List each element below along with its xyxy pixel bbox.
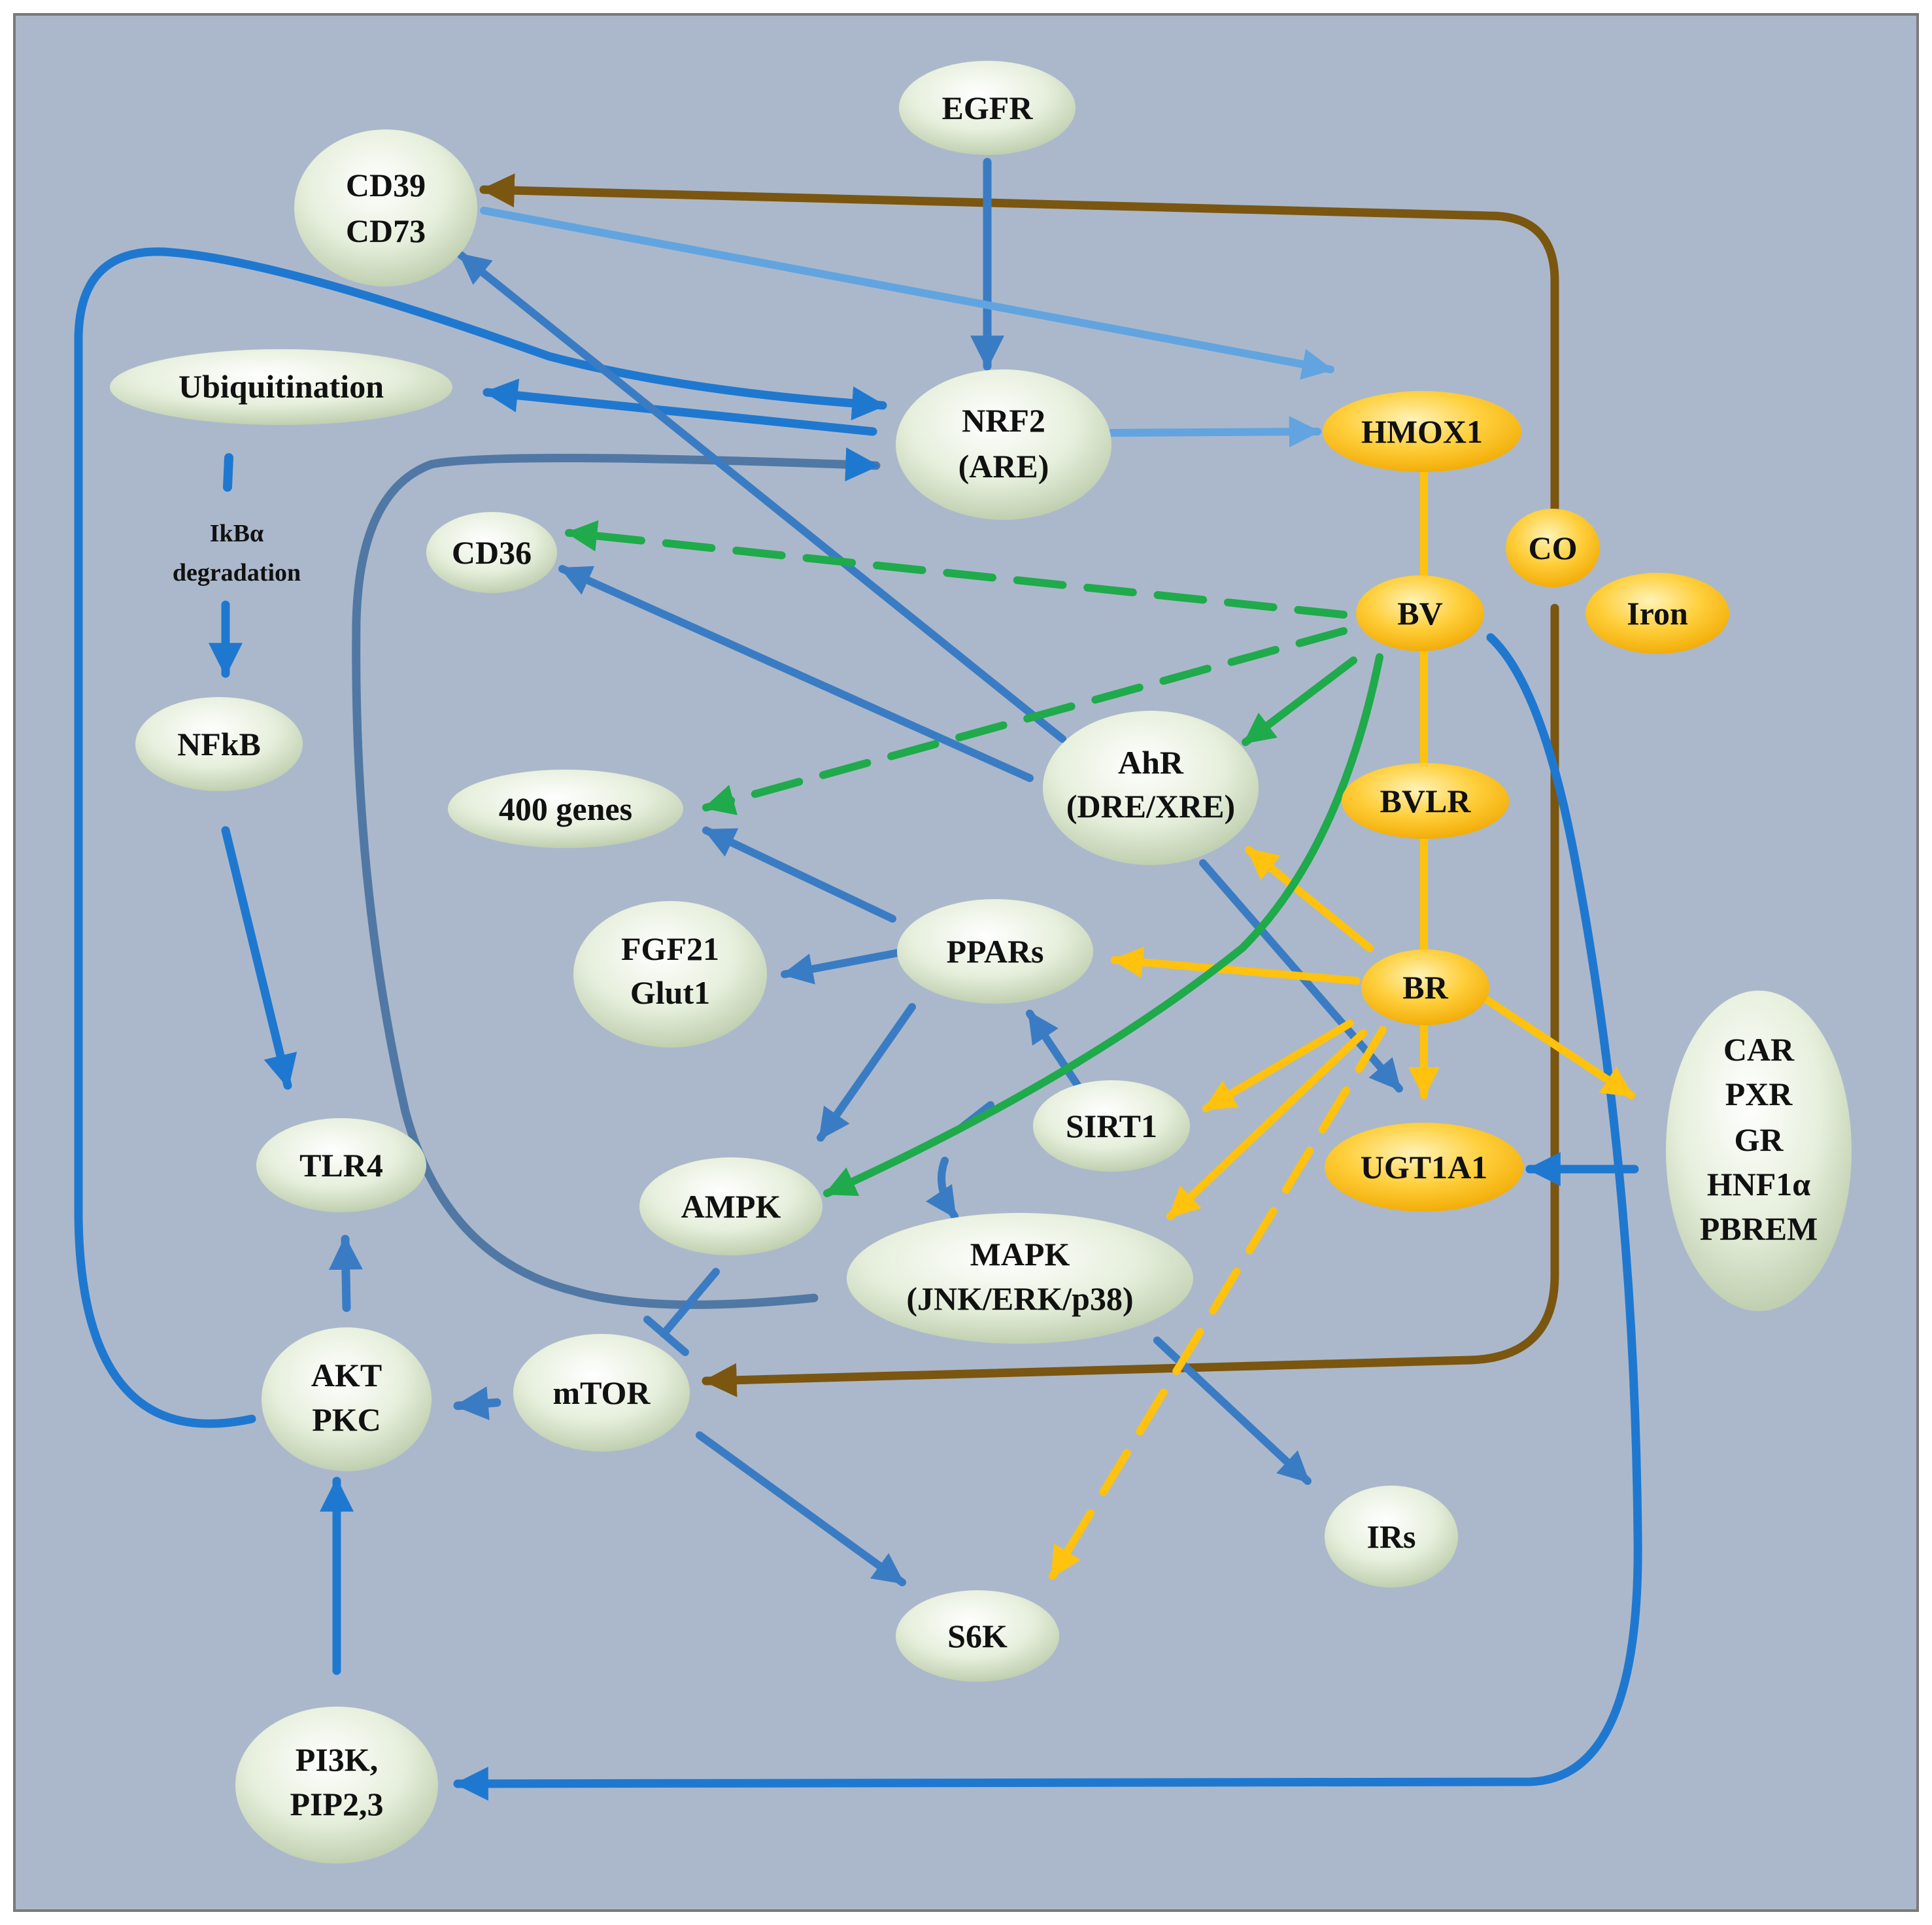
node-mapk: MAPK(JNK/ERK/p38) (847, 1213, 1193, 1344)
node-bv-label: BV (1397, 595, 1442, 632)
node-sirt1: SIRT1 (1033, 1080, 1190, 1172)
node-ampk: AMPK (639, 1157, 822, 1255)
edge-akt-to-tlr4 (328, 1235, 363, 1312)
edge-br-to-ppars (1111, 946, 1361, 985)
edge-br-to-sirt1 (1202, 1019, 1354, 1112)
edge-akt-loop-to-nrf2 (74, 247, 887, 1428)
edge-co-to-mtor (702, 604, 1559, 1397)
node-ppars: PPARs (897, 899, 1093, 1004)
node-ugt1a1-label: UGT1A1 (1361, 1149, 1487, 1185)
edge-br-to-s6k (1049, 1026, 1387, 1580)
edge-br-to-car (1479, 993, 1635, 1099)
node-nrf2: NRF2(ARE) (896, 369, 1111, 520)
edge-bv-to-cd36 (565, 520, 1347, 619)
node-hmox1: HMOX1 (1323, 391, 1521, 472)
edge-bv-to-ahr (1242, 656, 1357, 746)
node-hmox1-label: HMOX1 (1361, 413, 1483, 450)
node-ppars-label: PPARs (946, 933, 1043, 970)
node-bv: BV (1356, 575, 1484, 651)
edge-ppars-to-400genes (702, 826, 896, 923)
edge-mtor-to-akt (453, 1386, 501, 1421)
edge-ampk-inhibits-mtor (660, 1268, 720, 1338)
edge-ahr-to-cd36 (558, 565, 1034, 782)
node-ampk-label: AMPK (681, 1188, 781, 1225)
node-400genes-label: 400 genes (499, 791, 632, 827)
edge-mtor-to-s6k (696, 1431, 906, 1586)
node-mtor: mTOR (513, 1334, 690, 1452)
node-co: CO (1506, 509, 1600, 587)
node-nfkb-label: NFkB (177, 726, 261, 762)
node-br: BR (1361, 949, 1489, 1025)
node-irs-label: IRs (1366, 1518, 1415, 1555)
node-nrf2-label: NRF2(ARE) (958, 402, 1049, 485)
node-tlr4: TLR4 (256, 1118, 426, 1212)
node-iron-label: Iron (1627, 595, 1688, 632)
node-pi3k-pip-label: PI3K,PIP2,3 (290, 1741, 383, 1822)
node-pi3k-pip: PI3K,PIP2,3 (235, 1707, 438, 1864)
edge-ampk-inhibits-mtor-bar (643, 1316, 689, 1356)
edge-ubiq-to-ikb (223, 453, 233, 492)
node-400genes: 400 genes (448, 770, 683, 848)
node-egfr-label: EGFR (942, 90, 1034, 126)
node-mtor-label: mTOR (552, 1374, 651, 1411)
node-tlr4-label: TLR4 (299, 1147, 383, 1184)
node-bvlr: BVLR (1342, 763, 1509, 839)
node-ubiquitination-label: Ubiquitination (178, 368, 384, 405)
node-iron: Iron (1585, 573, 1729, 654)
edge-nfkb-to-tlr4 (221, 826, 297, 1090)
edge-bv-to-ampk (823, 653, 1383, 1197)
node-egfr: EGFR (899, 61, 1076, 155)
edges (74, 158, 1642, 1801)
node-ubiquitination: Ubiquitination (110, 349, 452, 425)
edge-bv-to-pi3k (453, 633, 1642, 1801)
edge-bv-to-400genes (702, 627, 1347, 815)
edge-cd39-to-hmox1 (480, 207, 1334, 380)
edge-co-to-cd39 (479, 173, 1559, 524)
node-s6k-label: S6K (947, 1618, 1008, 1654)
edge-br-to-ahr (1245, 846, 1374, 952)
node-mapk-label: MAPK(JNK/ERK/p38) (906, 1236, 1133, 1317)
edge-ppars-to-ampk (817, 1003, 916, 1142)
edge-nrf2-to-hmox1 (1108, 416, 1321, 448)
node-ugt1a1: UGT1A1 (1325, 1123, 1523, 1212)
edge-ppars-to-fgf21 (781, 947, 909, 985)
node-cd36-label: CD36 (452, 534, 532, 571)
edge-br-to-mapk (1166, 1029, 1367, 1220)
node-co-label: CO (1529, 530, 1578, 566)
edge-sirt1-to-ppars (1026, 1010, 1086, 1096)
node-ahr-label: AhR(DRE/XRE) (1066, 744, 1235, 825)
node-ahr: AhR(DRE/XRE) (1043, 711, 1259, 865)
node-br-label: BR (1402, 969, 1448, 1006)
node-bvlr-label: BVLR (1380, 783, 1472, 819)
node-s6k: S6K (896, 1590, 1059, 1682)
node-cd36: CD36 (426, 512, 557, 593)
edge-ahr-to-cd39 (457, 251, 1066, 743)
edge-nrf2-to-ubiq (483, 378, 877, 436)
edge-mapk-loop-to-nrf2 (352, 447, 881, 1309)
node-sirt1-label: SIRT1 (1066, 1108, 1157, 1144)
node-nfkb: NFkB (135, 697, 303, 791)
node-irs: IRs (1325, 1486, 1458, 1588)
